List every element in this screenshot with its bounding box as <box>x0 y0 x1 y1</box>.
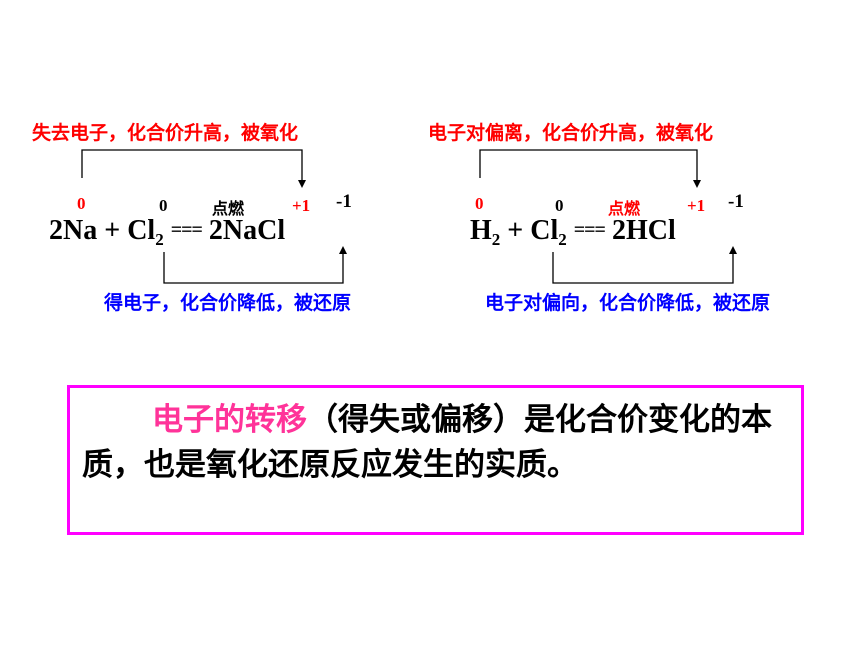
r1-oxidation-arrow <box>81 149 306 188</box>
r1-valence-cl: 0 <box>159 196 168 215</box>
summary-box: 电子的转移（得失或偏移）是化合价变化的本质，也是氧化还原反应发生的实质。 <box>67 385 804 535</box>
r1-plus: + <box>104 215 121 246</box>
r2-valence-cl: 0 <box>555 196 564 215</box>
r2-reactant-cl: Cl2 <box>530 215 567 249</box>
r1-reactant-na: 2Na <box>49 215 98 246</box>
r1-reduction-note: 得电子，化合价降低，被还原 <box>104 292 352 314</box>
r2-equals: === <box>573 219 606 241</box>
r1-equation: 2Na + Cl2 === 2NaCl <box>49 215 286 249</box>
r1-valence-cl-product: -1 <box>336 191 352 212</box>
r2-product: 2HCl <box>611 215 676 246</box>
r2-equation: H2 + Cl2 === 2HCl <box>470 215 676 249</box>
r2-valence-h-product: +1 <box>687 196 706 215</box>
r1-valence-na: 0 <box>77 194 86 213</box>
r2-oxidation-arrow <box>479 149 701 188</box>
r2-reduction-note: 电子对偏向，化合价降低，被还原 <box>485 292 771 314</box>
r2-oxidation-note: 电子对偏离，化合价升高，被氧化 <box>428 122 714 144</box>
r1-condition: 点燃 <box>212 199 245 218</box>
r1-reactant-cl: Cl2 <box>127 215 164 249</box>
summary-text: （得失或偏移）是化合价变化的本质，也是氧化还原反应发生的实质。 <box>82 402 772 483</box>
r1-reduction-arrow <box>163 246 347 284</box>
r2-valence-cl-product: -1 <box>728 191 744 212</box>
r2-plus: + <box>507 215 524 246</box>
r2-reduction-arrow <box>552 246 737 284</box>
r2-valence-h: 0 <box>475 194 484 213</box>
summary-highlight: 电子的转移 <box>152 402 307 438</box>
r1-product: 2NaCl <box>208 215 286 246</box>
r2-reactant-h: H2 <box>470 215 501 249</box>
r1-oxidation-note: 失去电子，化合价升高，被氧化 <box>32 122 299 144</box>
r2-condition: 点燃 <box>608 199 641 218</box>
r1-valence-na-product: +1 <box>292 196 311 215</box>
r1-equals: === <box>170 219 203 241</box>
